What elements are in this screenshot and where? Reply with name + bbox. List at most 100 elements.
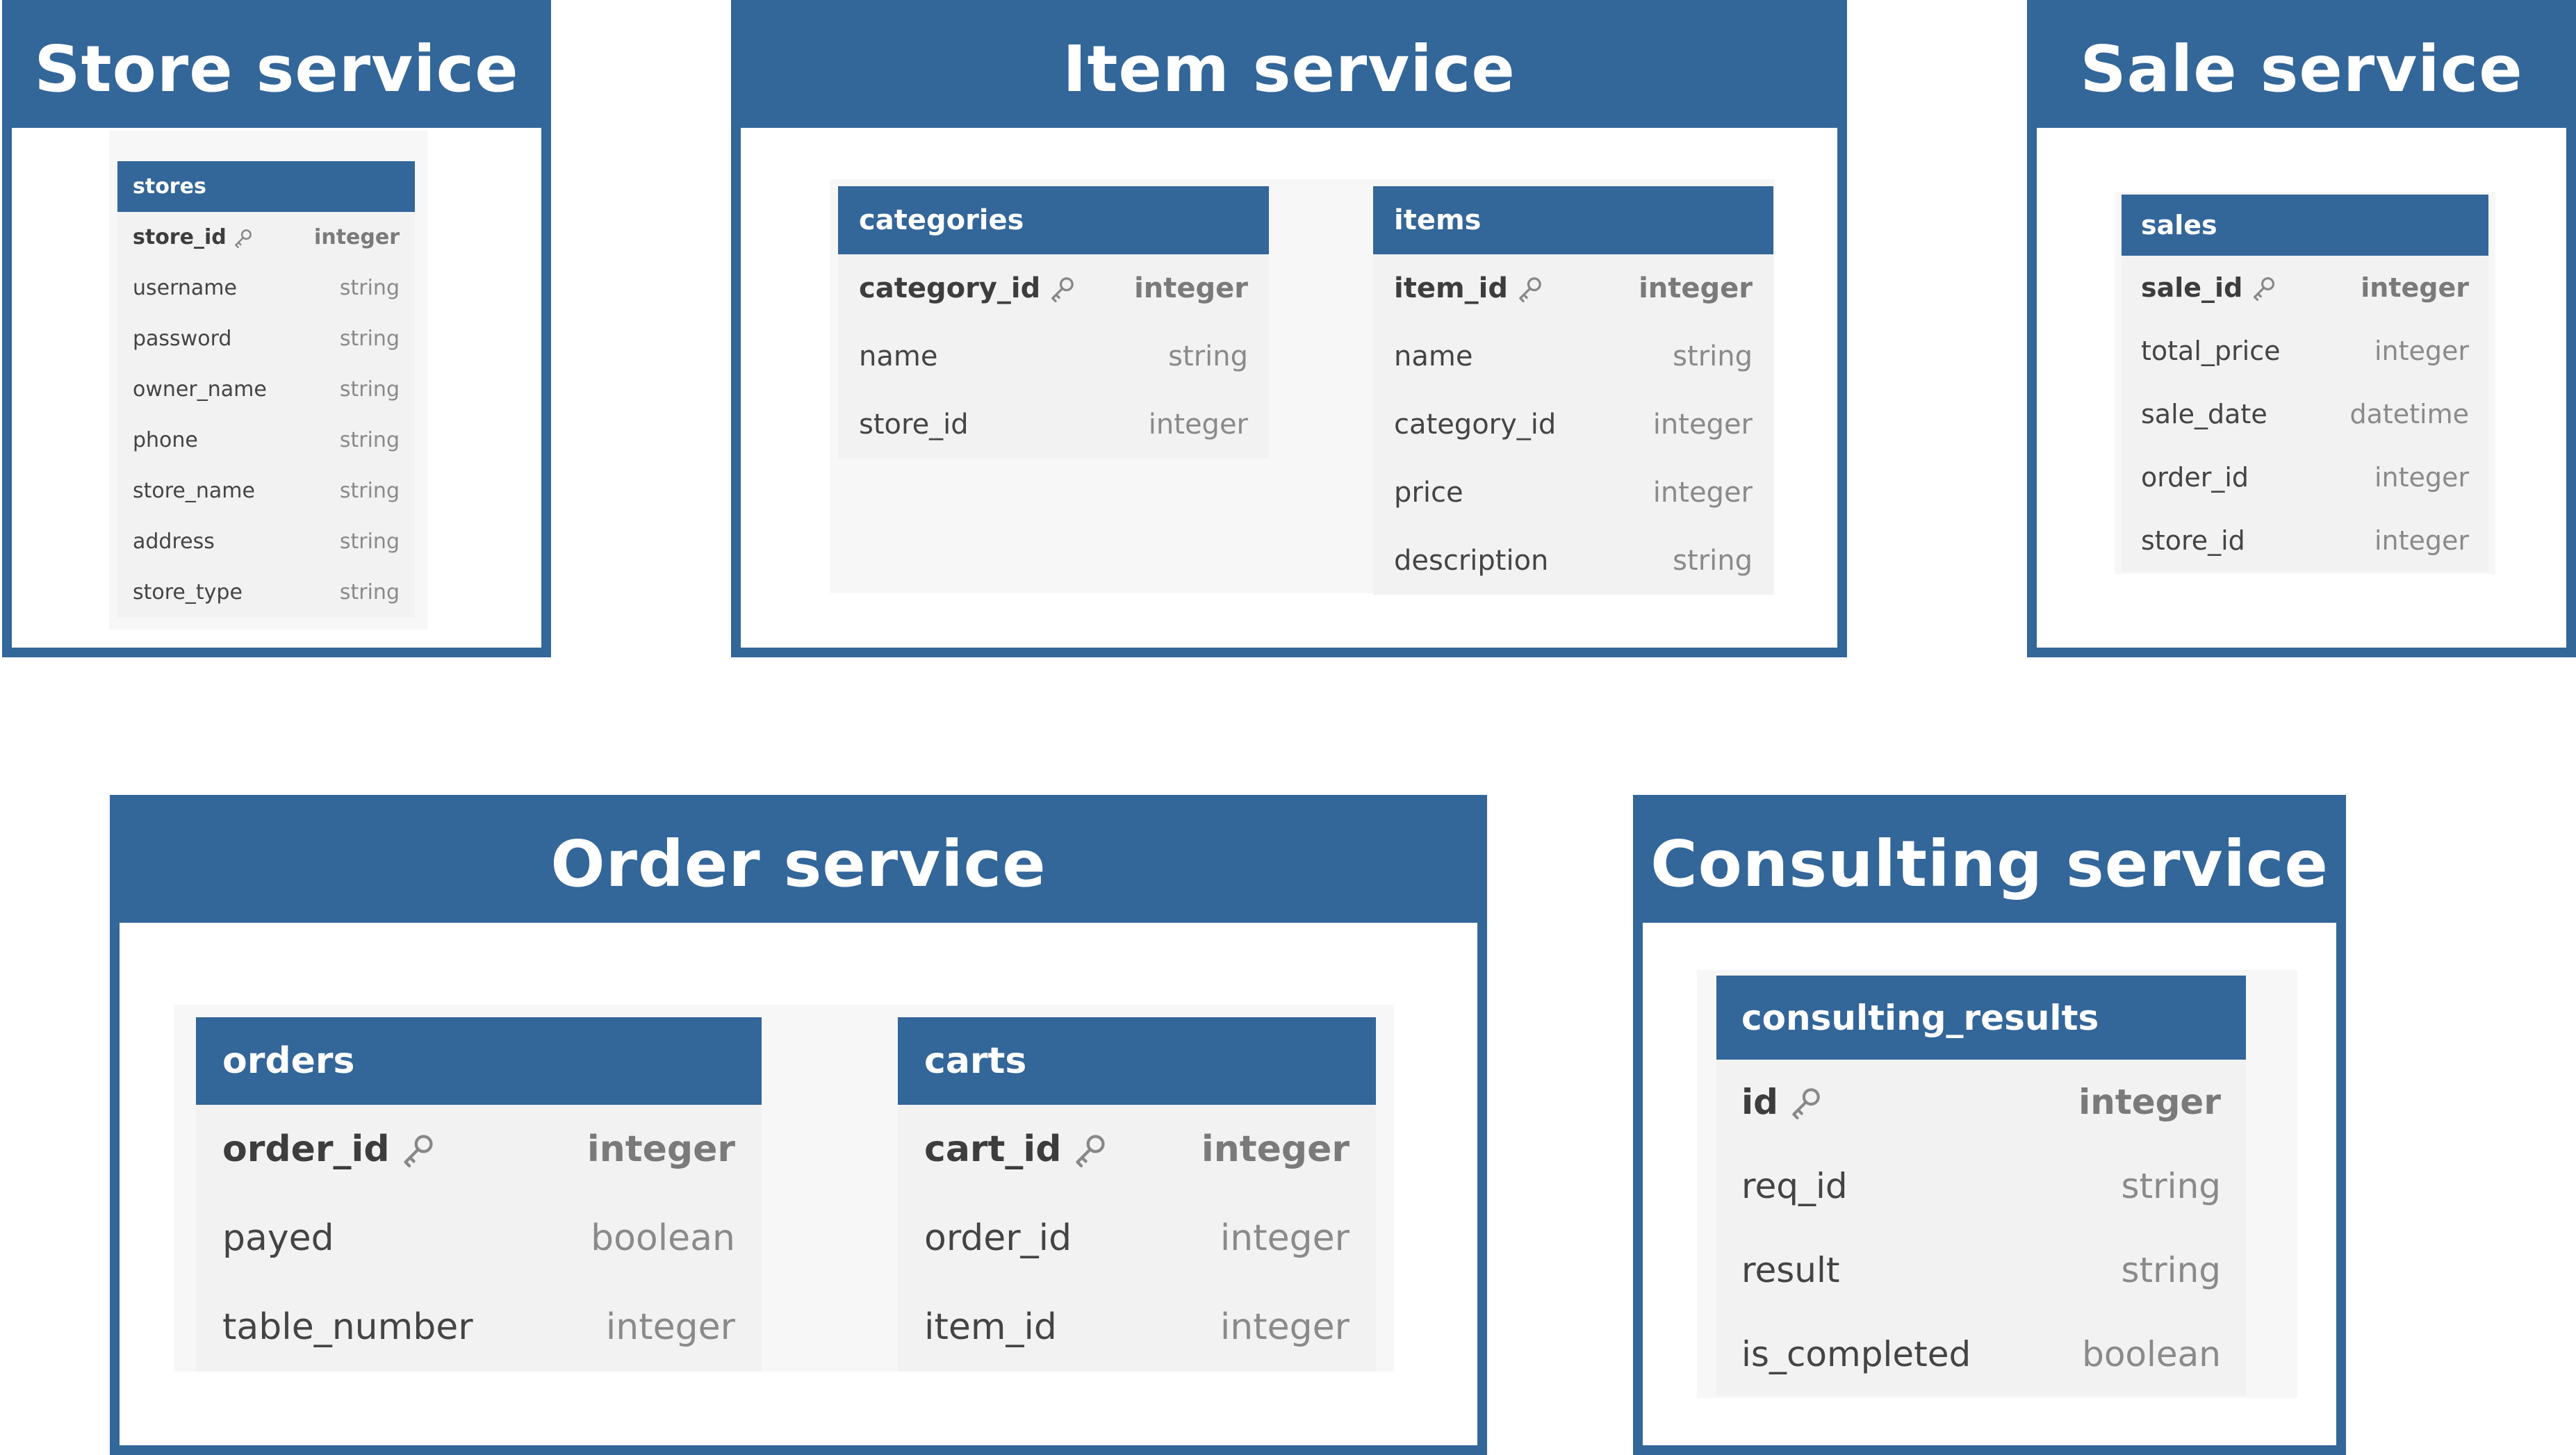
column-name-cell: sale_id: [2141, 272, 2277, 303]
column-type: integer: [2078, 1081, 2221, 1122]
column-name: cart_id: [924, 1128, 1062, 1170]
column-type: string: [339, 428, 400, 452]
column-name-cell: store_name: [133, 479, 255, 503]
column-type: string: [339, 479, 400, 503]
column-name: order_id: [924, 1217, 1072, 1259]
column-name: order_id: [2141, 461, 2249, 493]
service-title: Order service: [120, 805, 1477, 923]
column-name: store_id: [133, 225, 227, 249]
column-name: store_name: [133, 479, 255, 503]
column-type: string: [339, 327, 400, 351]
column-type: integer: [1201, 1128, 1349, 1170]
column-name-cell: store_id: [2141, 525, 2245, 556]
column-name: item_id: [1394, 272, 1508, 304]
primary-key-row: store_id integer: [117, 212, 415, 263]
service-title: Consulting service: [1643, 805, 2336, 923]
column-type: integer: [314, 225, 400, 249]
column-type: integer: [2361, 272, 2469, 303]
column-name: item_id: [924, 1306, 1057, 1348]
column-name-cell: password: [133, 327, 231, 351]
column-name-cell: store_type: [133, 580, 243, 605]
column-type: boolean: [591, 1217, 735, 1259]
primary-key-row: cart_id integer: [898, 1105, 1376, 1194]
column-type: string: [339, 580, 400, 605]
column-type: integer: [1134, 272, 1248, 304]
column-row: name string: [1373, 322, 1773, 391]
column-name-cell: store_id: [133, 225, 254, 249]
column-row: category_id integer: [1373, 391, 1773, 459]
column-row: store_type string: [117, 567, 415, 618]
column-name: phone: [133, 428, 198, 452]
table-name: stores: [117, 161, 415, 212]
service-title: Sale service: [2037, 10, 2566, 128]
key-icon: [1049, 274, 1076, 302]
column-name-cell: is_completed: [1741, 1334, 1971, 1374]
column-name: address: [133, 529, 215, 554]
column-name: password: [133, 327, 232, 351]
column-name: category_id: [1394, 409, 1557, 441]
column-name-cell: item_id: [924, 1306, 1057, 1348]
table-name: consulting_results: [1716, 976, 2246, 1060]
column-name-cell: item_id: [1394, 272, 1544, 304]
key-icon: [400, 1131, 436, 1167]
column-name-cell: sale_date: [2141, 399, 2267, 429]
column-name: description: [1394, 545, 1549, 577]
column-type: integer: [1652, 477, 1753, 509]
column-type: integer: [605, 1306, 735, 1348]
column-name: price: [1394, 477, 1463, 509]
column-name-cell: id: [1741, 1082, 1823, 1122]
column-row: store_name string: [117, 466, 415, 516]
table-name: orders: [196, 1017, 762, 1105]
column-type: integer: [586, 1128, 735, 1170]
column-name: id: [1741, 1081, 1778, 1122]
column-type: integer: [1652, 409, 1753, 441]
primary-key-row: id integer: [1716, 1060, 2246, 1144]
column-row: price integer: [1373, 459, 1773, 527]
sale-service-panel: Sale service sales sale_id integer total_pr…: [2027, 0, 2576, 657]
column-name-cell: order_id: [924, 1217, 1072, 1259]
key-icon: [1072, 1131, 1108, 1167]
primary-key-row: order_id integer: [196, 1105, 762, 1194]
column-type: string: [1673, 340, 1753, 372]
key-icon: [1516, 274, 1544, 302]
table-name: items: [1373, 186, 1773, 254]
column-name: username: [133, 276, 237, 300]
column-name-cell: store_id: [859, 409, 969, 441]
key-icon: [2251, 274, 2277, 301]
column-name: sale_date: [2141, 398, 2267, 429]
column-name-cell: result: [1741, 1250, 1839, 1290]
column-row: table_number integer: [196, 1283, 762, 1372]
column-row: owner_name string: [117, 364, 415, 415]
column-name: name: [1394, 340, 1473, 372]
column-name: sale_id: [2141, 272, 2243, 303]
column-type: datetime: [2349, 398, 2469, 429]
column-type: integer: [1220, 1217, 1349, 1259]
column-type: string: [2121, 1165, 2221, 1206]
column-name: table_number: [222, 1306, 473, 1348]
column-name-cell: description: [1394, 545, 1548, 577]
table-name: sales: [2122, 195, 2488, 256]
column-name: order_id: [222, 1128, 390, 1170]
column-name: store_id: [859, 409, 969, 441]
column-name-cell: address: [133, 529, 215, 554]
column-name: owner_name: [133, 377, 267, 402]
column-name-cell: order_id: [2141, 462, 2249, 493]
column-name-cell: username: [133, 276, 237, 300]
column-type: string: [339, 377, 400, 402]
column-row: sale_date datetime: [2122, 382, 2488, 445]
